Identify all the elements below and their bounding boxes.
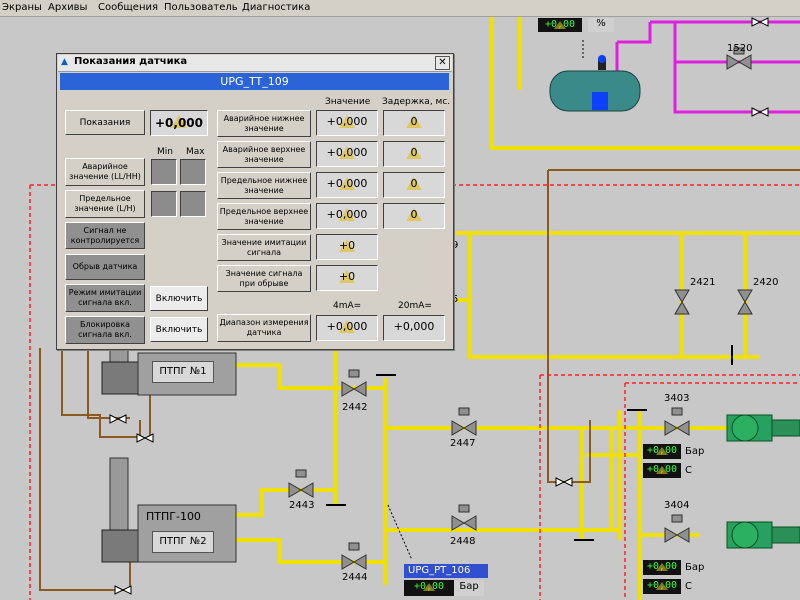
- sensor-dialog: ▲ Показания датчика ✕ UPG_TT_109 Показан…: [56, 53, 454, 350]
- app-icon: ▲: [61, 57, 68, 67]
- pumps: [726, 414, 800, 549]
- param-delay-alarm-high[interactable]: 0: [383, 141, 445, 167]
- row-not-monitored: Сигнал не контролируется: [65, 222, 145, 249]
- top-indicator-unit: %: [588, 18, 614, 32]
- param-value-limit-high[interactable]: +0,000: [316, 203, 378, 229]
- pump1-temp-value[interactable]: +0,00: [643, 463, 681, 478]
- tag-popup-name: UPG_PT_106: [404, 564, 488, 578]
- param-delay-limit-high[interactable]: 0: [383, 203, 445, 229]
- yellow-pipes: [236, 17, 800, 600]
- pump2-temp-unit: С: [685, 581, 692, 592]
- top-indicator-value[interactable]: +0,00: [538, 18, 582, 32]
- pump2-pressure-unit: Бар: [685, 562, 705, 573]
- menu-screens[interactable]: Экраны: [2, 2, 42, 13]
- dialog-title: Показания датчика: [74, 56, 188, 67]
- param-label-limit-high: Предельное верхнее значение: [217, 203, 311, 230]
- reading-label: Показания: [65, 110, 145, 135]
- valve-label-2420: 2420: [753, 277, 779, 288]
- close-icon[interactable]: ✕: [435, 56, 450, 70]
- tag-popup-unit: Бар: [454, 580, 484, 596]
- menu-archives[interactable]: Архивы: [48, 2, 88, 13]
- col-4ma-header: 4mA=: [333, 301, 362, 311]
- param-delay-limit-low[interactable]: 0: [383, 172, 445, 198]
- param-value-limit-low[interactable]: +0,000: [316, 172, 378, 198]
- param-label-break-value: Значение сигнала при обрыве: [217, 265, 311, 292]
- col-max-header: Max: [186, 147, 205, 157]
- param-label-alarm-low: Аварийное нижнее значение: [217, 110, 311, 137]
- leader-line: [387, 504, 413, 561]
- valve-label-2447: 2447: [450, 438, 476, 449]
- row-sensor-break: Обрыв датчика: [65, 254, 145, 280]
- param-value-alarm-high[interactable]: +0,000: [316, 141, 378, 167]
- limit-max-indicator: [180, 191, 206, 217]
- tag-popup-value: +0,00: [404, 580, 454, 596]
- enable-lock-button[interactable]: Включить: [150, 317, 208, 342]
- pump2-pressure-value[interactable]: +0,00: [643, 560, 681, 575]
- param-value-simulation[interactable]: +0: [316, 234, 378, 260]
- param-value-alarm-low[interactable]: +0,000: [316, 110, 378, 136]
- alarm-min-indicator: [151, 159, 177, 185]
- row-limit-value: Предельное значение (L/H): [65, 190, 145, 218]
- param-label-alarm-high: Аварийное верхнее значение: [217, 141, 311, 168]
- valve-symbols: [288, 47, 753, 570]
- unit-ptpg-2[interactable]: ПТПГ №2: [152, 531, 214, 553]
- valve-label-9: 9: [452, 240, 459, 251]
- col-min-header: Min: [157, 147, 173, 157]
- pipe-caps: [326, 345, 733, 541]
- unit-ptpg-100-label: ПТПГ-100: [146, 510, 201, 523]
- pump1-pressure-unit: Бар: [685, 446, 705, 457]
- valve-label-2442: 2442: [342, 402, 368, 413]
- valve-label-2421: 2421: [690, 277, 716, 288]
- param-label-limit-low: Предельное нижнее значение: [217, 172, 311, 199]
- valve-label-1520: 1520: [727, 43, 753, 54]
- pump1-pressure-value[interactable]: +0,00: [643, 444, 681, 459]
- zone-boundaries: [29, 184, 800, 600]
- pump1-temp-unit: С: [685, 465, 692, 476]
- valve-label-2448: 2448: [450, 536, 476, 547]
- alarm-max-indicator: [180, 159, 206, 185]
- row-alarm-value: Аварийное значение (LL/HH): [65, 158, 145, 186]
- param-delay-alarm-low[interactable]: 0: [383, 110, 445, 136]
- unit-ptpg-1[interactable]: ПТПГ №1: [152, 361, 214, 383]
- col-20ma-header: 20mA=: [398, 301, 432, 311]
- dialog-tag-bar: UPG_TT_109: [60, 73, 449, 90]
- valve-label-2443: 2443: [289, 500, 315, 511]
- menu-user[interactable]: Пользователь: [164, 2, 238, 13]
- hand-valves: [109, 17, 769, 595]
- limit-min-indicator: [151, 191, 177, 217]
- valve-label-3404: 3404: [664, 500, 690, 511]
- valve-label-5: 5: [452, 294, 459, 305]
- range-label: Диапазон измерения датчика: [217, 314, 311, 342]
- param-value-break-value[interactable]: +0: [316, 265, 378, 291]
- enable-simulation-button[interactable]: Включить: [150, 286, 208, 311]
- menu-bar: Экраны Архивы Сообщения Пользователь Диа…: [0, 0, 800, 17]
- row-simulation-mode: Режим имитации сигнала вкл.: [65, 284, 145, 312]
- menu-messages[interactable]: Сообщения: [98, 2, 159, 13]
- reading-value: +0,000: [150, 110, 208, 136]
- tank: [549, 40, 641, 112]
- dialog-titlebar[interactable]: ▲ Показания датчика ✕: [58, 55, 452, 72]
- col-delay-header: Задержка, мс.: [382, 97, 451, 107]
- col-value-header: Значение: [325, 97, 371, 107]
- menu-diagnostics[interactable]: Диагностика: [242, 2, 311, 13]
- param-label-simulation: Значение имитации сигнала: [217, 234, 311, 261]
- row-signal-lock: Блокировка сигнала вкл.: [65, 316, 145, 344]
- pump2-temp-value[interactable]: +0,00: [643, 579, 681, 594]
- valve-label-2444: 2444: [342, 572, 368, 583]
- valve-label-3403: 3403: [664, 393, 690, 404]
- range-4ma-value[interactable]: +0,000: [316, 315, 378, 341]
- magenta-pipes: [615, 20, 800, 114]
- range-20ma-value[interactable]: +0,000: [383, 315, 445, 341]
